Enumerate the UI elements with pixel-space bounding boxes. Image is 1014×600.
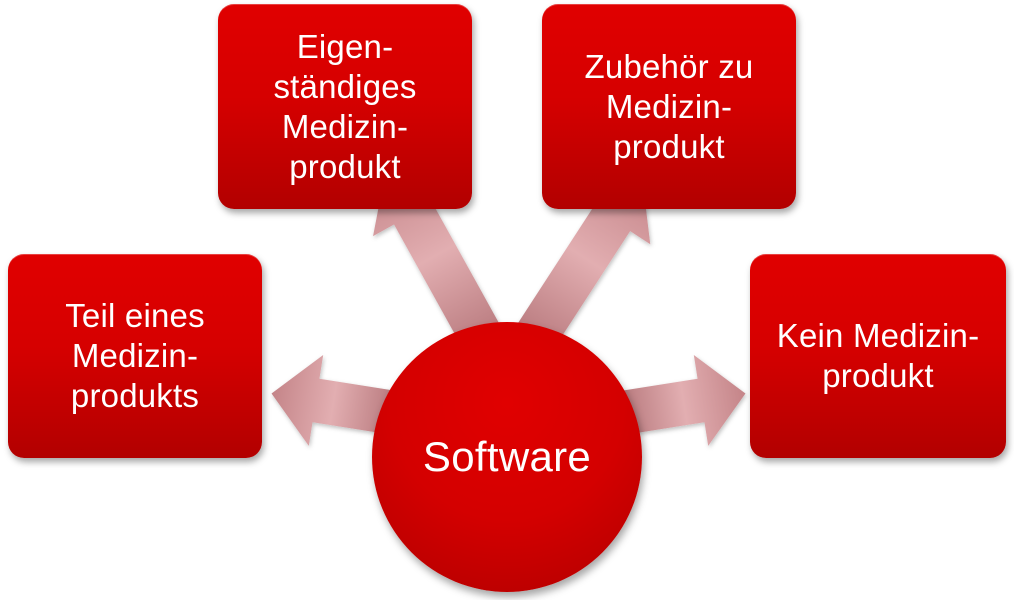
node-label: Zubehör zu Medizin- produkt <box>584 47 754 165</box>
node-eigenstaendiges-medizinprodukt: Eigen- ständiges Medizin- produkt <box>218 4 472 209</box>
arrow-to-eigen <box>373 165 506 356</box>
center-label: Software <box>422 433 592 480</box>
node-label: Teil eines Medizin- produkts <box>65 297 205 414</box>
arrow-to-zubehoer <box>511 173 651 357</box>
arrow-to-kein <box>618 355 746 446</box>
node-label: Kein Medizin- produkt <box>776 317 980 394</box>
node-teil-eines-medizinprodukts: Teil eines Medizin- produkts <box>8 254 262 458</box>
arrow-to-teil <box>271 355 399 446</box>
node-kein-medizinprodukt: Kein Medizin- produkt <box>750 254 1006 458</box>
node-label: Eigen- ständiges Medizin- produkt <box>273 27 417 185</box>
center-node-software: Software <box>372 322 642 592</box>
node-zubehoer-zu-medizinprodukt: Zubehör zu Medizin- produkt <box>542 4 796 209</box>
